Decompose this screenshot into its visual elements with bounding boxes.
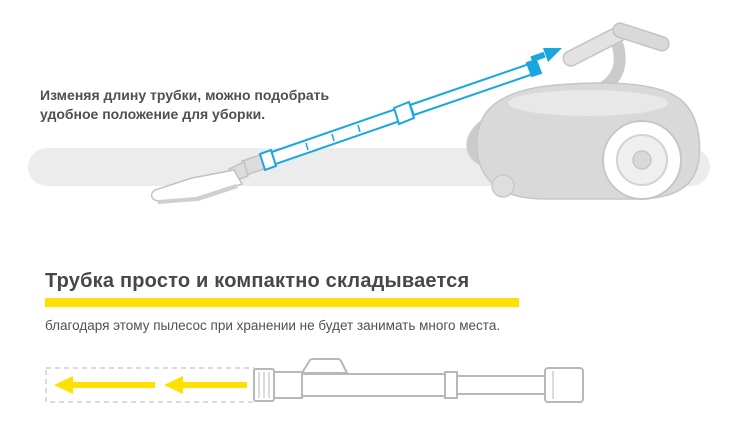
tube-segment-short (273, 371, 303, 399)
top-caption-line1: Изменяя длину трубки, можно подобрать (40, 87, 330, 103)
vacuum-body-highlight (508, 90, 668, 116)
section-subtext: благодаря этому пылесос при хранении не … (45, 318, 501, 333)
tube-segment-thin (456, 375, 548, 395)
extend-arrow-icon (530, 48, 562, 63)
tube-segment-main (301, 373, 449, 397)
tube-lower-cuff (258, 148, 278, 172)
section-heading: Трубка просто и компактно складывается (45, 270, 470, 292)
tube-ribs (258, 371, 554, 399)
vacuum-illustration (150, 22, 701, 204)
top-caption: Изменяя длину трубки, можно подобрать уд… (40, 86, 329, 124)
tube-connector (444, 371, 458, 399)
tube-joint (392, 100, 416, 126)
telescopic-tube (258, 58, 543, 172)
heading-underline-bar (45, 298, 519, 307)
vacuum-handle (562, 22, 670, 67)
front-wheel (491, 174, 515, 198)
tube-end-cap (544, 367, 584, 403)
floor-nozzle (150, 152, 271, 204)
fold-arrow-left-icon-2 (164, 376, 247, 394)
rear-wheel (602, 120, 682, 200)
tube-handle-grip (300, 358, 349, 374)
folded-tube-illustration (45, 358, 584, 403)
folded-tube (253, 358, 584, 403)
tube-tick-marks (305, 124, 361, 151)
fold-arrows (54, 376, 247, 394)
fold-arrow-left-icon (54, 376, 155, 394)
top-caption-line2: удобное положение для уборки. (40, 106, 266, 122)
